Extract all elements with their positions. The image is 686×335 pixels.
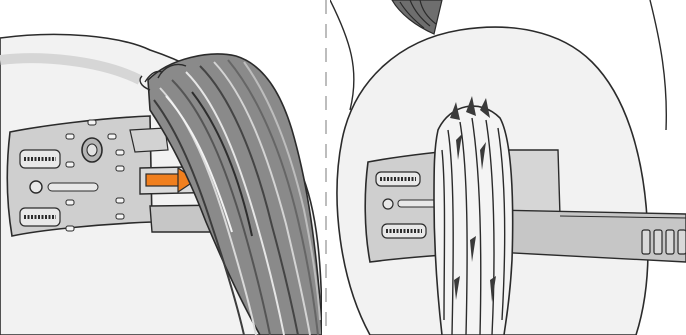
sensor-plate xyxy=(7,116,152,236)
step-1-drawing xyxy=(0,0,322,335)
horse-tail xyxy=(434,96,513,335)
panel-divider xyxy=(322,0,330,335)
panel-step-1 xyxy=(0,0,322,335)
step-2-drawing xyxy=(330,0,686,335)
panel-step-2 xyxy=(330,0,686,335)
